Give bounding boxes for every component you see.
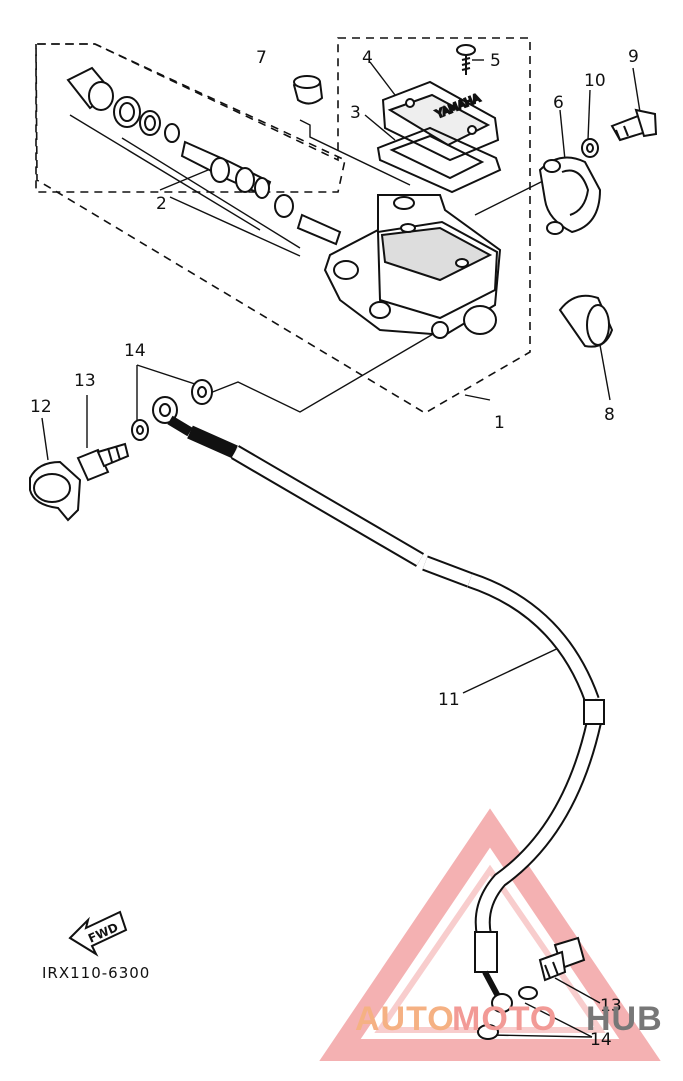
callout-4: 4	[362, 48, 373, 68]
watermark-part3: HUB	[586, 1000, 663, 1038]
assembly-boundaries	[35, 37, 531, 414]
bolt-9	[610, 108, 658, 142]
boot-8	[558, 294, 614, 348]
callout-10: 10	[584, 71, 606, 91]
dust-cap-7	[292, 75, 324, 105]
gasket-14-top	[131, 379, 213, 441]
screw-5	[456, 44, 476, 75]
callout-7: 7	[256, 48, 267, 68]
callout-5: 5	[490, 51, 501, 71]
callout-11: 11	[438, 690, 460, 710]
callout-labels: 1 2 3 4 5 6 7 8 9 10 11 12 13 13 14 14	[30, 47, 639, 1050]
callout-1: 1	[494, 413, 505, 433]
brake-hose	[152, 396, 605, 1013]
washer-10	[581, 138, 599, 158]
reservoir-cap: YAMAHA	[381, 80, 500, 162]
banjo-cover	[29, 460, 82, 522]
handlebar-clamp	[538, 156, 602, 235]
callout-14-bottom: 14	[590, 1030, 612, 1050]
callout-14-top: 14	[124, 341, 146, 361]
watermark-text: AUTO MOTO HUB	[355, 1000, 663, 1038]
callout-3: 3	[350, 103, 361, 123]
union-bolt-13-top	[76, 442, 130, 482]
watermark-part2: MOTO	[452, 1000, 557, 1038]
callout-13-top: 13	[74, 371, 96, 391]
callout-6: 6	[553, 93, 564, 113]
piston-kit	[66, 66, 342, 246]
master-cylinder-body	[323, 194, 502, 339]
reservoir-diaphragm	[376, 126, 502, 194]
fwd-arrow-icon: FWD	[68, 910, 128, 957]
union-bolt-13-bottom	[538, 936, 586, 982]
callout-2: 2	[156, 194, 167, 214]
diagram-code: IRX110-6300	[42, 964, 150, 982]
leader-lines	[41, 59, 641, 1038]
callout-8: 8	[604, 405, 615, 425]
gasket-14-bottom	[477, 986, 538, 1040]
callout-13-bottom: 13	[600, 996, 622, 1016]
watermark-part1: AUTO	[355, 1000, 455, 1038]
callout-9: 9	[628, 47, 639, 67]
callout-12: 12	[30, 397, 52, 417]
